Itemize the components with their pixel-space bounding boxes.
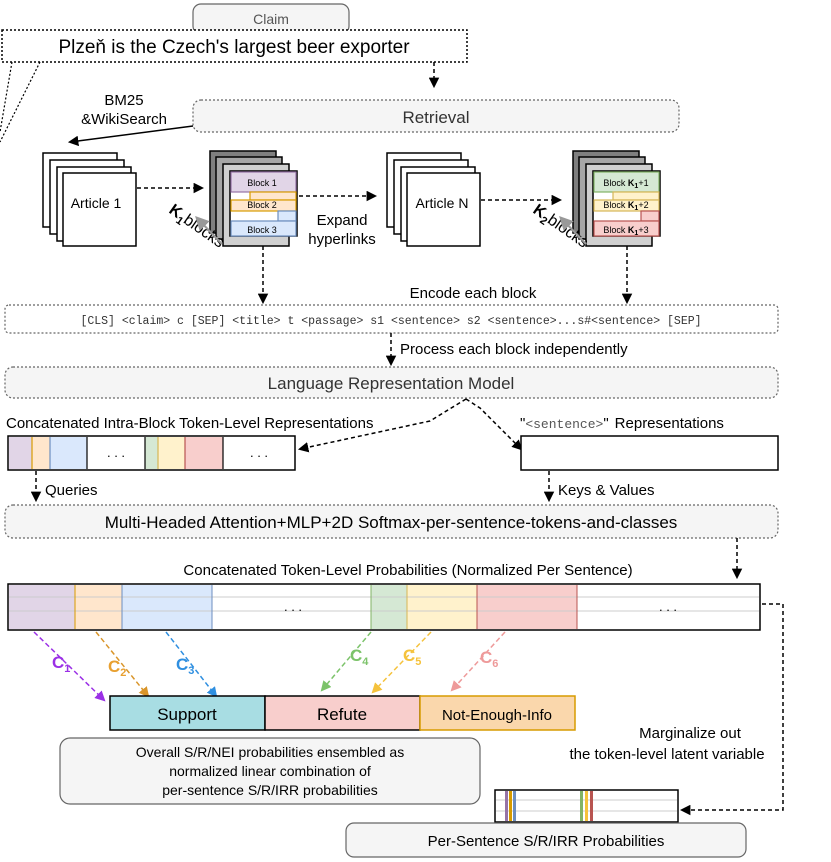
per-sentence-label: Per-Sentence S/R/IRR Probabilities xyxy=(428,833,665,850)
encode-label: Encode each block xyxy=(410,285,537,302)
block-label-1: Block 1 xyxy=(247,178,277,188)
token-repr-ellipsis-2: . . . xyxy=(250,445,268,460)
nei-box xyxy=(419,695,576,731)
block-k1-plus2-label: Block K1+2 xyxy=(603,200,648,212)
nei-label: Not-Enough-Info xyxy=(442,707,552,724)
claim-box xyxy=(1,29,468,63)
lrm-to-sentence-repr-arrow xyxy=(465,398,523,451)
c5-arrow xyxy=(371,631,432,694)
c5-label: C5 xyxy=(403,646,421,668)
expand-line1: Expand xyxy=(317,212,368,229)
ensemble-note-line1: Overall S/R/NEI probabilities ensembled … xyxy=(136,744,404,760)
refute-label: Refute xyxy=(317,705,367,724)
queries-label: Queries xyxy=(45,482,98,499)
article-n-stack xyxy=(386,152,481,247)
per-sentence-probs-bar xyxy=(494,789,679,823)
sentence-repr-label: "<sentence>"Representations xyxy=(520,415,724,432)
c2-arrow xyxy=(95,631,150,698)
c4-arrow xyxy=(320,631,372,692)
c1-label: C1 xyxy=(52,653,70,675)
token-probs-bar xyxy=(7,583,761,631)
claim-callout-tail xyxy=(0,61,41,143)
c1-arrow xyxy=(33,631,106,702)
sequence-box xyxy=(4,304,779,334)
c6-label: C6 xyxy=(480,648,498,670)
marginalize-line1: Marginalize out xyxy=(639,725,742,742)
block-k1-plus1-label: Block K1+1 xyxy=(603,178,648,190)
article-1-label: Article 1 xyxy=(71,195,122,211)
probs-label: Concatenated Token-Level Probabilities (… xyxy=(183,562,632,579)
article-n-label: Article N xyxy=(416,195,469,211)
c3-arrow xyxy=(165,631,218,698)
lrm-label: Language Representation Model xyxy=(268,374,515,393)
marginalize-arrow xyxy=(679,603,784,816)
expand-line2: hyperlinks xyxy=(308,231,376,248)
ensemble-note-line2: normalized linear combination of xyxy=(169,763,371,779)
retrieval-method-line2: &WikiSearch xyxy=(81,111,167,128)
lrm-box xyxy=(4,366,779,399)
c2-label: C2 xyxy=(108,657,126,679)
token-repr-bar xyxy=(7,435,296,471)
concat-repr-label: Concatenated Intra-Block Token-Level Rep… xyxy=(6,415,373,432)
ensemble-note-box xyxy=(59,737,481,805)
retrieval-method-line1: BM25 xyxy=(104,92,143,109)
marginalize-line2: the token-level latent variable xyxy=(569,746,764,763)
block-k1-plus3-label: Block K1+3 xyxy=(603,225,648,237)
kv-label: Keys & Values xyxy=(558,482,654,499)
k2-gray-arrow xyxy=(559,215,587,245)
ensemble-note-line3: per-sentence S/R/IRR probabilities xyxy=(162,782,378,798)
retrieval-box xyxy=(192,99,680,133)
retrieval-to-articles-arrow xyxy=(67,125,194,147)
c3-label: C3 xyxy=(176,655,194,677)
support-label: Support xyxy=(157,705,217,724)
sentence-repr-bar xyxy=(520,435,779,471)
c6-arrow xyxy=(450,631,506,692)
blocks-right-stack xyxy=(572,150,661,247)
encode-sequence: [CLS] <claim> c [SEP] <title> t <passage… xyxy=(80,315,701,328)
block-label-2: Block 2 xyxy=(247,200,277,210)
probs-ellipsis-1: . . . xyxy=(284,599,302,614)
article-1-stack xyxy=(42,152,137,247)
token-repr-ellipsis-1: . . . xyxy=(107,445,125,460)
block-label-3: Block 3 xyxy=(247,225,277,235)
claim-tag: Claim xyxy=(253,11,289,27)
blocks-left-stack xyxy=(209,150,298,247)
k1-gray-arrow xyxy=(195,215,223,245)
attention-box xyxy=(4,504,779,539)
per-sentence-label-box xyxy=(345,822,747,858)
lrm-to-token-repr-arrow xyxy=(297,398,467,453)
retrieval-label: Retrieval xyxy=(402,108,469,127)
attention-label: Multi-Headed Attention+MLP+2D Softmax-pe… xyxy=(105,513,678,532)
probs-ellipsis-2: . . . xyxy=(659,599,677,614)
process-label: Process each block independently xyxy=(400,341,628,358)
c4-label: C4 xyxy=(350,646,369,668)
claim-text: Plzeň is the Czech's largest beer export… xyxy=(58,37,410,58)
